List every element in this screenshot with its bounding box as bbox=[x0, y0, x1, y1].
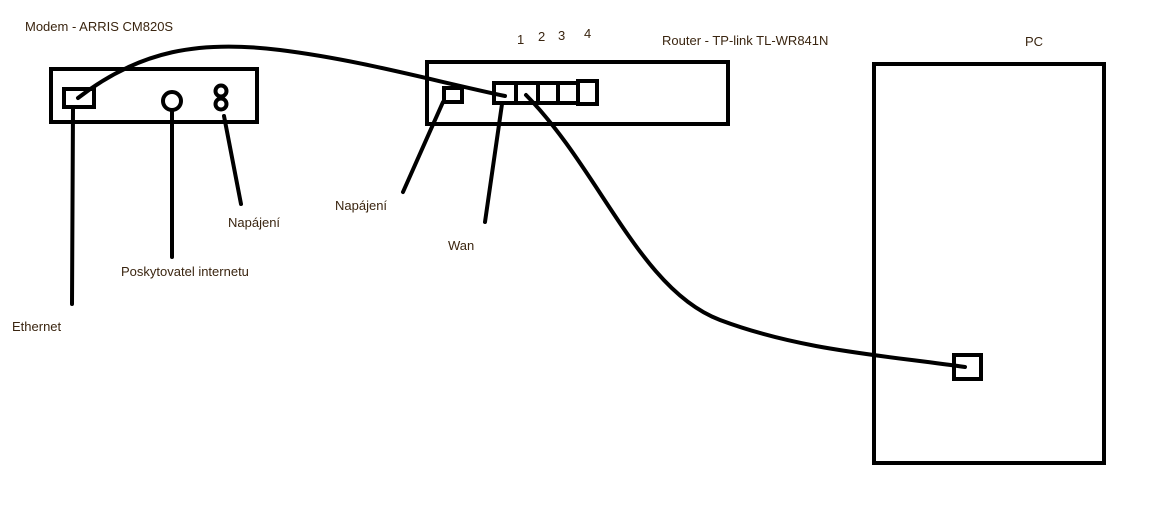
modem-coax-port bbox=[161, 90, 183, 112]
port-number-2: 2 bbox=[538, 29, 546, 44]
modem-power-port-bottom bbox=[213, 96, 229, 112]
ethernet-pointer bbox=[70, 106, 75, 306]
router-power-port bbox=[442, 86, 464, 104]
router-lan-port-3 bbox=[556, 81, 580, 105]
router-power-pointer bbox=[401, 100, 445, 194]
port-number-1: 1 bbox=[517, 32, 525, 47]
modem-title: Modem - ARRIS CM820S bbox=[25, 19, 174, 34]
modem-power-port-top bbox=[213, 83, 229, 99]
modem-power-label: Napájení bbox=[228, 215, 281, 230]
wan-pointer bbox=[483, 102, 504, 224]
modem-ethernet-port bbox=[62, 87, 96, 109]
pc-ethernet-port bbox=[952, 353, 983, 381]
modem-box bbox=[49, 67, 259, 124]
pc-box bbox=[872, 62, 1106, 465]
provider-label: Poskytovatel internetu bbox=[121, 264, 249, 279]
router-lan-port-1 bbox=[514, 81, 540, 105]
router-lan-port-4 bbox=[576, 79, 599, 106]
router-pc-cable bbox=[524, 93, 967, 369]
port-number-4: 4 bbox=[584, 26, 592, 41]
modem-power-pointer bbox=[222, 114, 243, 206]
modem-router-cable bbox=[76, 44, 507, 100]
wan-label: Wan bbox=[448, 238, 475, 253]
router-title: Router - TP-link TL-WR841N bbox=[662, 33, 829, 48]
router-box bbox=[425, 60, 730, 126]
pc-title: PC bbox=[1025, 34, 1044, 49]
router-power-label: Napájení bbox=[335, 198, 388, 213]
port-number-3: 3 bbox=[558, 28, 566, 43]
router-lan-port-2 bbox=[536, 81, 560, 105]
ethernet-label: Ethernet bbox=[12, 319, 62, 334]
